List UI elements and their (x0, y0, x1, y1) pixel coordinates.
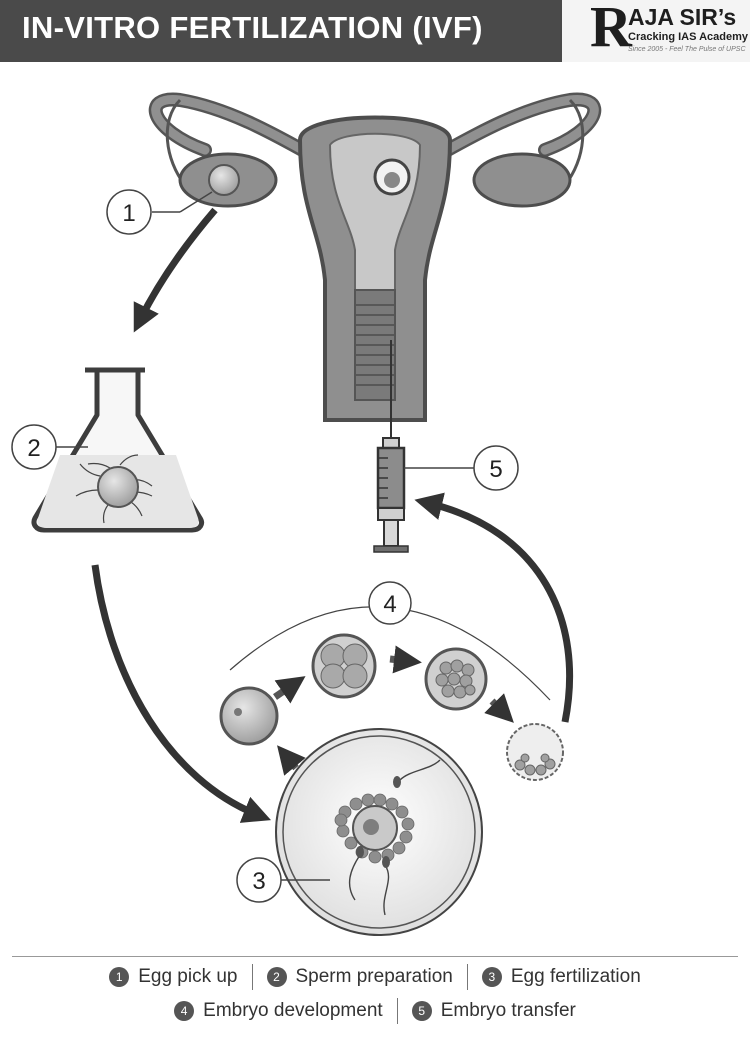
arrow-4cell-to-morula (389, 645, 422, 674)
step-1-number: 1 (122, 200, 135, 227)
legend-separator (466, 964, 468, 990)
four-cell-embryo (311, 633, 377, 699)
step-5-number: 5 (489, 456, 502, 483)
logo-name: AJA SIR’s (628, 4, 737, 30)
legend-number: 5 (411, 1001, 432, 1021)
arrow-morula-to-blastocyst (484, 693, 514, 723)
legend-number: 3 (481, 967, 502, 987)
legend-number: 4 (174, 1001, 195, 1021)
arrow-1-to-2 (133, 207, 218, 333)
fertilization-dish (275, 728, 483, 936)
step-5-marker (473, 445, 519, 491)
legend-item-embryo-transfer: 5 Embryo transfer (402, 1000, 586, 1022)
step-4-number: 4 (383, 591, 396, 618)
flask-illustration (31, 367, 205, 533)
step-1-marker (106, 189, 152, 235)
arrow-2-to-3 (91, 564, 272, 823)
uterus-illustration (148, 92, 602, 422)
academy-logo: R AJA SIR’s Cracking IAS Academy Since 2… (582, 0, 750, 60)
legend-number: 1 (109, 967, 130, 987)
legend: 1 Egg pick up 2 Sperm preparation 3 Egg … (0, 956, 750, 1041)
page-title: IN-VITRO FERTILIZATION (IVF) (22, 10, 483, 45)
legend-label: Embryo development (203, 1000, 383, 1021)
arrow-zygote-to-4cell (273, 676, 306, 704)
zygote-cell (219, 686, 279, 746)
step-3-marker (236, 857, 282, 903)
logo-subtitle: Cracking IAS Academy (628, 31, 749, 43)
ovary-egg (208, 164, 240, 196)
legend-separator (251, 964, 253, 990)
legend-item-sperm-preparation: 2 Sperm preparation (257, 966, 463, 988)
step-3-number: 3 (252, 868, 265, 895)
arrow-fertilized-to-zygote (277, 745, 306, 776)
legend-item-egg-pick-up: 1 Egg pick up (99, 966, 247, 988)
legend-label: Egg fertilization (510, 966, 641, 987)
legend-number: 2 (266, 967, 287, 987)
legend-row-2: 4 Embryo development 5 Embryo transfer (0, 998, 750, 1024)
syringe-illustration (373, 340, 409, 553)
arrow-4-to-5 (414, 492, 574, 723)
step-2-marker (11, 424, 57, 470)
legend-label: Embryo transfer (440, 1000, 576, 1021)
logo-tagline: Since 2005 - Feel The Pulse of UPSC (628, 46, 746, 53)
blastocyst (506, 723, 564, 781)
legend-divider (12, 956, 738, 957)
morula (424, 647, 488, 711)
legend-item-egg-fertilization: 3 Egg fertilization (472, 966, 651, 988)
step-2-number: 2 (27, 435, 40, 462)
legend-label: Sperm preparation (295, 966, 453, 987)
ivf-diagram: 1 2 5 4 (11, 92, 602, 936)
step-4-marker (368, 581, 412, 625)
header: IN-VITRO FERTILIZATION (IVF) R AJA SIR’s… (0, 0, 750, 62)
legend-label: Egg pick up (138, 966, 238, 987)
logo-letter: R (590, 0, 632, 59)
title-bar: IN-VITRO FERTILIZATION (IVF) (0, 0, 562, 62)
legend-separator (396, 998, 398, 1024)
legend-row-1: 1 Egg pick up 2 Sperm preparation 3 Egg … (0, 964, 750, 990)
legend-item-embryo-development: 4 Embryo development (164, 1000, 393, 1022)
